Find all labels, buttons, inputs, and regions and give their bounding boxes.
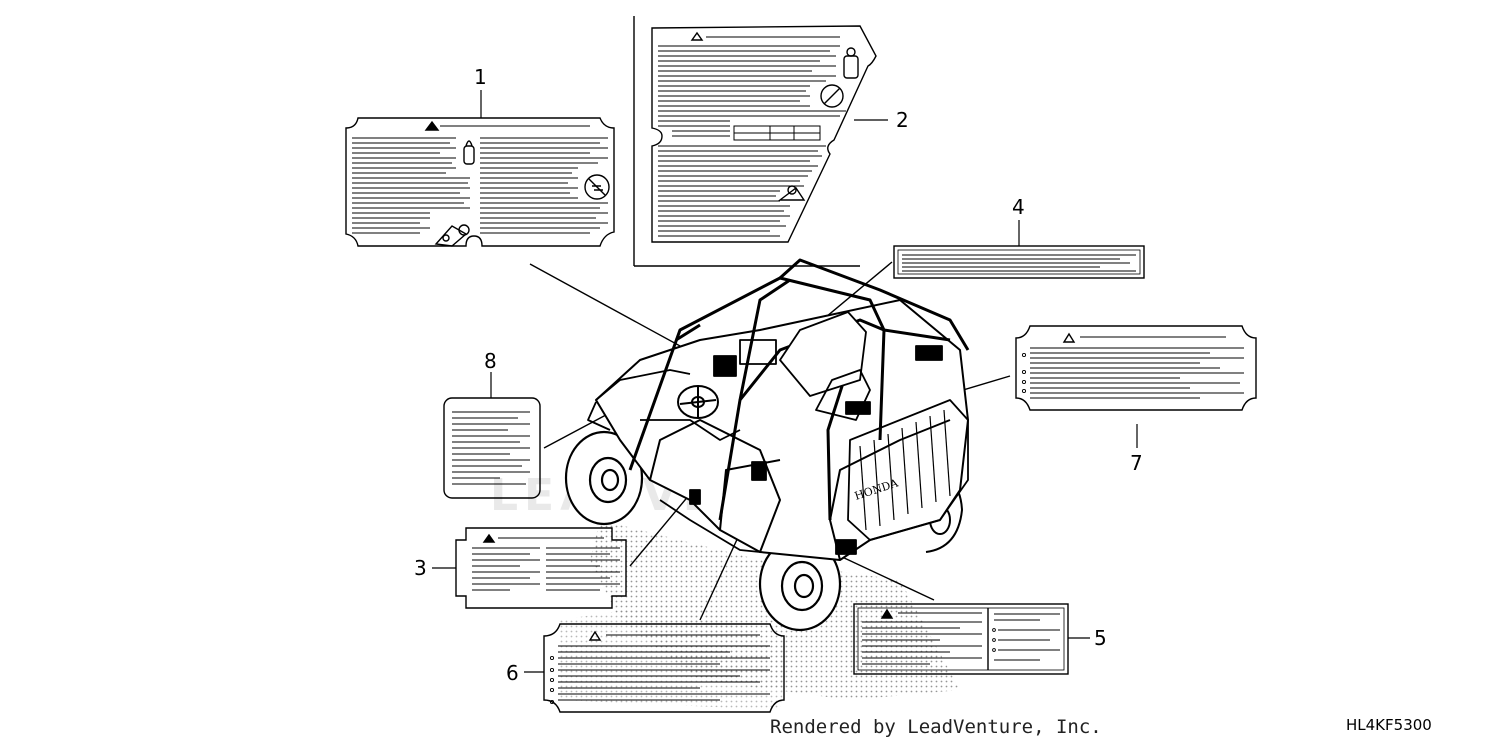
callout-6: 6 — [506, 661, 519, 685]
roll-cage — [628, 258, 970, 521]
no-passenger-icon — [820, 84, 844, 108]
label-7[interactable] — [1015, 325, 1257, 411]
no-passenger-icon — [584, 174, 610, 200]
render-credit: Rendered by LeadVenture, Inc. — [770, 716, 1102, 738]
callout-8: 8 — [484, 349, 497, 373]
label-5[interactable] — [853, 603, 1069, 675]
leader-3 — [629, 493, 691, 567]
label-2-table — [733, 125, 821, 141]
front-left-wheel — [564, 430, 644, 526]
label-4[interactable] — [893, 245, 1145, 279]
rear-right-wheel — [758, 536, 842, 632]
leader-5 — [839, 555, 935, 601]
seatbelt-icon — [843, 47, 859, 79]
label-3[interactable] — [455, 527, 627, 609]
seatbelt-icon — [463, 140, 475, 165]
callout-2: 2 — [896, 108, 909, 132]
steering-wheel — [677, 385, 719, 419]
rollover-icon — [777, 185, 806, 201]
label-2[interactable] — [651, 25, 877, 243]
callout-4: 4 — [1012, 195, 1025, 219]
callout-3: 3 — [414, 556, 427, 580]
label-1[interactable] — [345, 117, 615, 247]
label-8[interactable] — [443, 397, 541, 499]
callout-1: 1 — [474, 65, 487, 89]
label-2-frame — [633, 16, 860, 267]
callout-5: 5 — [1094, 626, 1107, 650]
callout-7: 7 — [1130, 451, 1143, 475]
rollover-icon — [434, 224, 470, 247]
seats — [779, 311, 871, 421]
diagram-code: HL4KF5300 — [1346, 716, 1432, 734]
label-6[interactable] — [543, 623, 785, 713]
utv-vehicle: HONDA — [564, 258, 970, 632]
